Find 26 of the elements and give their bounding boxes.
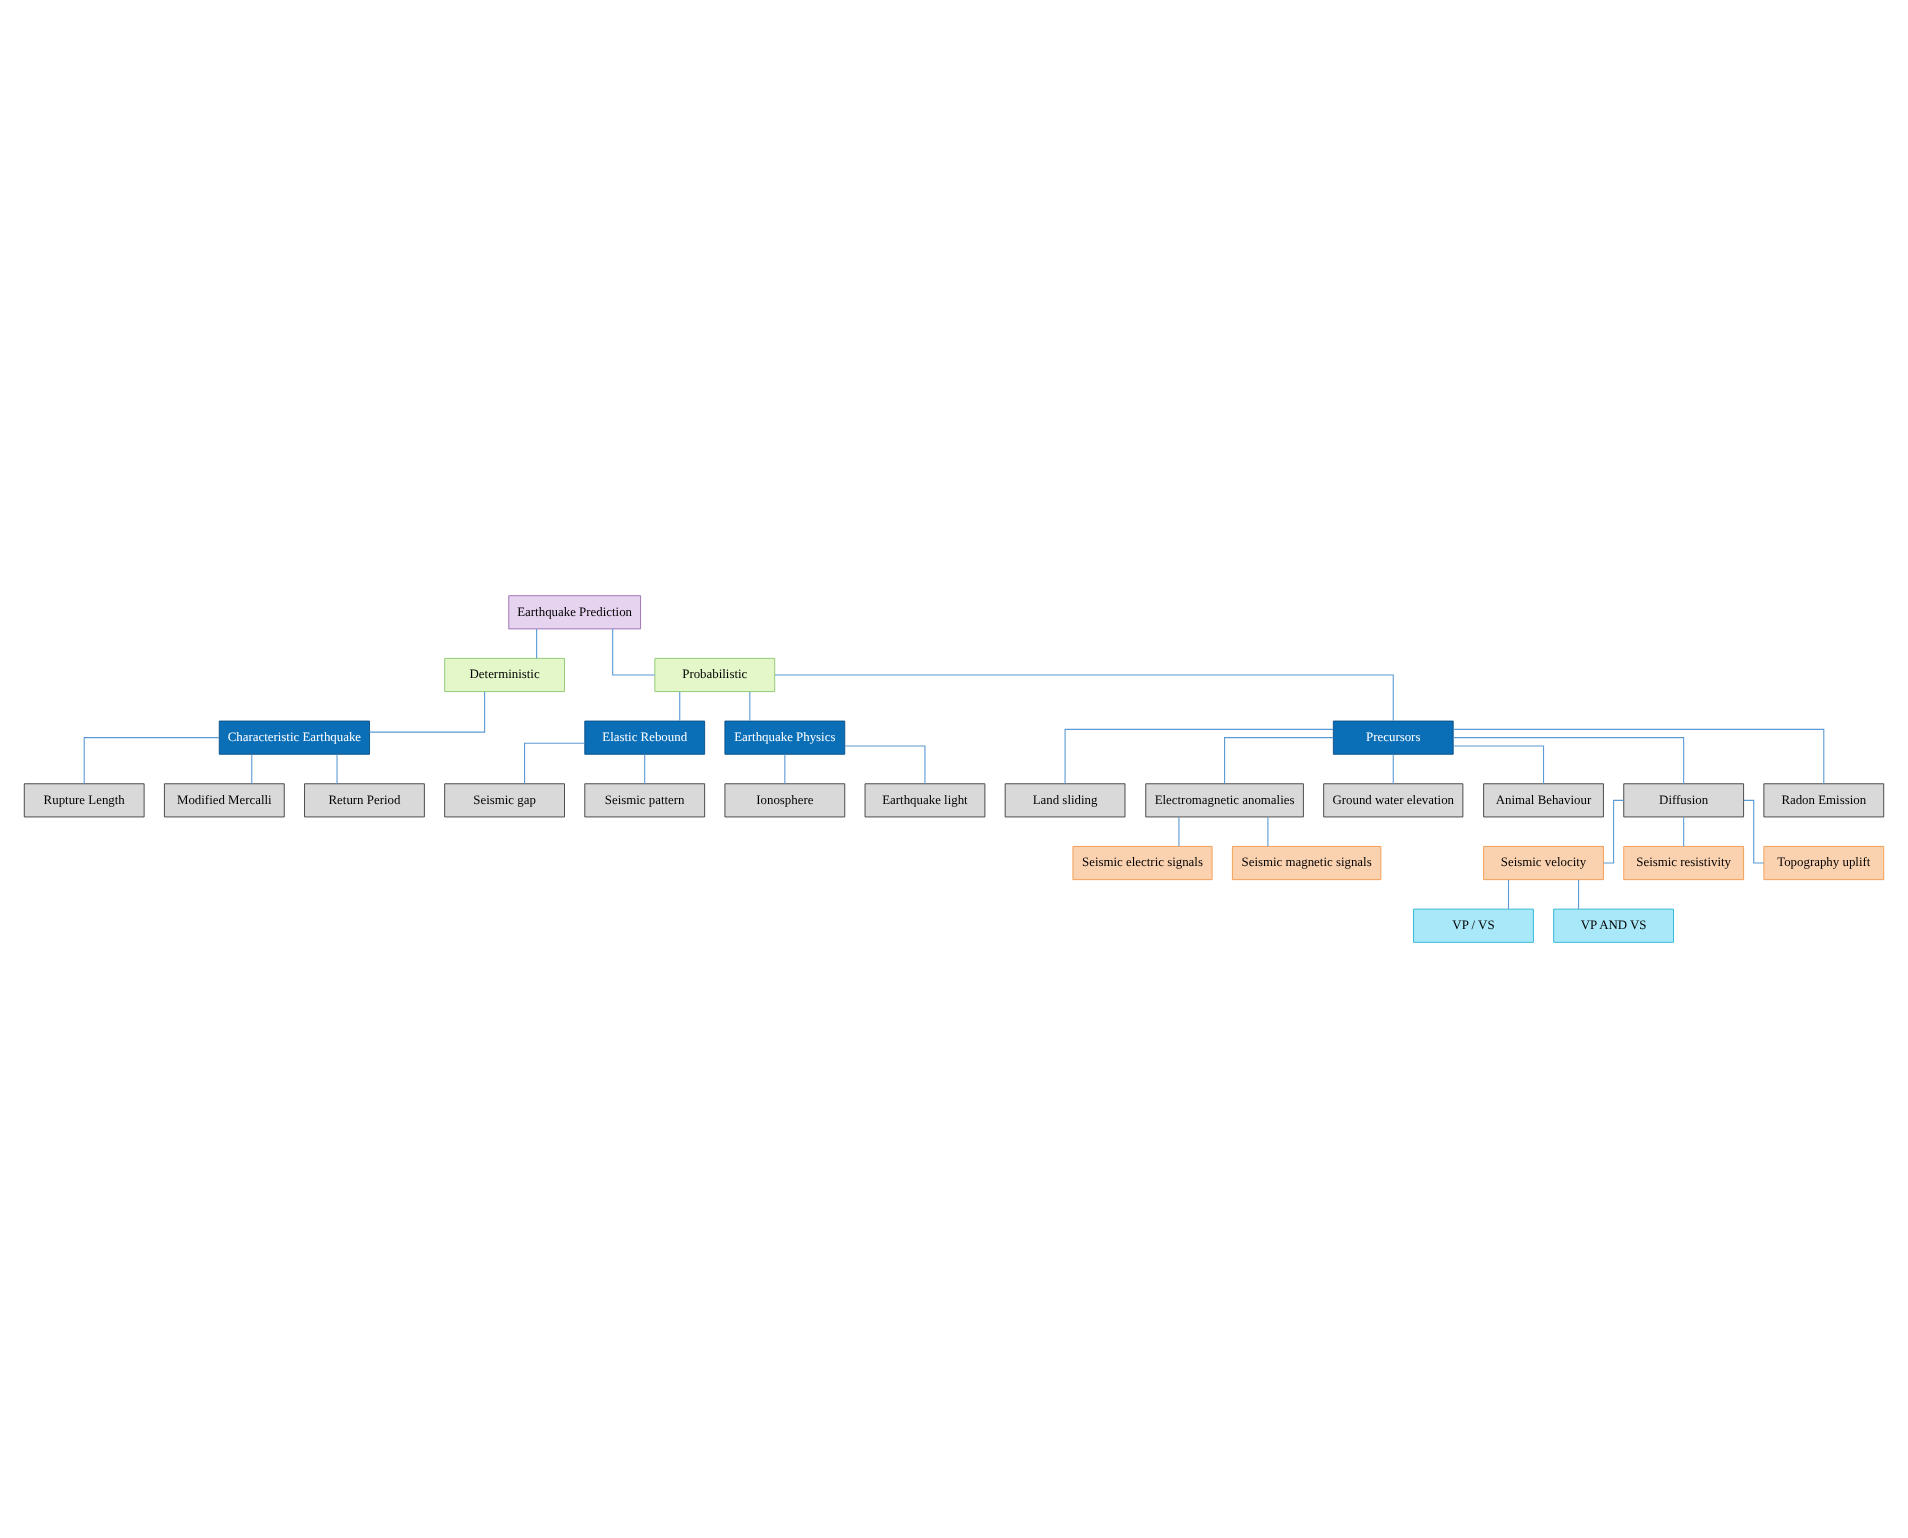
connector <box>1224 737 1334 785</box>
connector <box>524 742 586 785</box>
connector <box>644 753 646 785</box>
connector <box>784 753 786 785</box>
connector <box>774 674 1394 722</box>
connector <box>1267 816 1269 847</box>
connector <box>536 628 538 659</box>
connector <box>844 745 926 785</box>
connector <box>749 691 751 722</box>
connector <box>679 691 681 722</box>
connector <box>251 753 253 785</box>
connector <box>369 691 486 733</box>
connector <box>1452 745 1545 785</box>
connector <box>1178 816 1180 847</box>
connector <box>1507 879 1510 910</box>
connector <box>1452 737 1685 785</box>
connector <box>1603 799 1625 864</box>
connector <box>1683 816 1685 847</box>
connector <box>1392 753 1394 785</box>
connector <box>336 753 338 785</box>
connector <box>83 737 220 785</box>
connector <box>1743 799 1765 864</box>
connector <box>1453 728 1825 785</box>
connector <box>1578 879 1580 910</box>
connector <box>612 628 656 676</box>
connector <box>1064 728 1334 785</box>
